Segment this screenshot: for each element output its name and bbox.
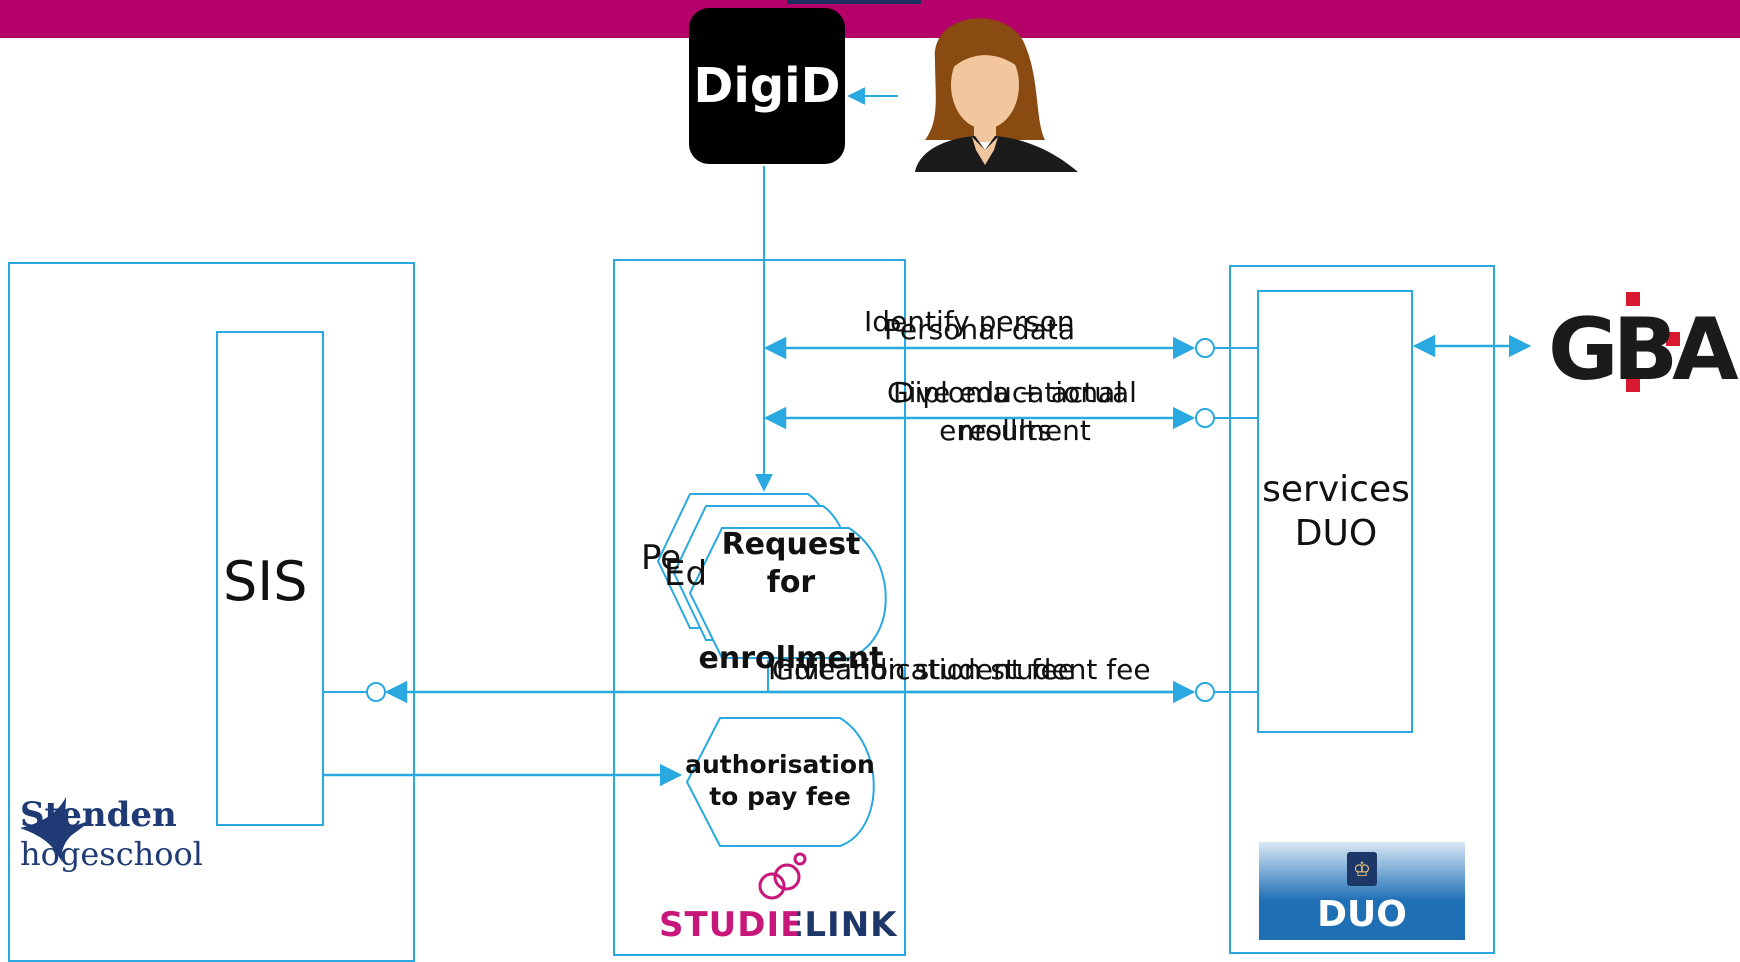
give-educational-results-label: Give educational results xyxy=(886,376,1124,447)
results-interface-socket xyxy=(1195,408,1215,428)
stenden-logo-name: Stenden xyxy=(20,795,177,835)
user-avatar-icon xyxy=(915,18,1078,172)
identify-person-label: Identify person xyxy=(864,305,1075,338)
diploma-enrollment-label: Diploma + actual enrollment xyxy=(893,376,1137,447)
duo-crest-icon: ♔ xyxy=(1347,852,1377,886)
stenden-logo: Stenden hogeschool xyxy=(20,795,203,873)
stenden-bird-icon xyxy=(20,797,92,862)
give-indication-student-fee-label: Give indication student fee xyxy=(772,653,1151,686)
identify-interface-socket xyxy=(1195,338,1215,358)
authorisation-document xyxy=(685,717,875,847)
studielink-logo: STUDIELINK xyxy=(659,905,898,945)
personal-document-fragment: Pe xyxy=(641,538,682,578)
digid-logo: DigiD xyxy=(689,8,845,164)
educational-document-fragment: Ed xyxy=(664,554,708,594)
studielink-icon xyxy=(758,852,807,900)
sis-system-box xyxy=(216,331,324,826)
fee-interface-socket-sis xyxy=(366,682,386,702)
duo-container xyxy=(1229,265,1495,954)
fee-interface-socket-duo xyxy=(1195,682,1215,702)
digid-logo-text: DigiD xyxy=(693,58,841,114)
gba-logo: GBA xyxy=(1548,300,1739,400)
stenden-logo-subname: hogeschool xyxy=(20,835,204,873)
request-for-enrollment-document xyxy=(656,493,887,659)
authorisation-label: authorisation to pay fee xyxy=(685,750,875,811)
duo-logo: ♔ DUO xyxy=(1259,842,1465,940)
services-duo-box xyxy=(1257,290,1413,733)
indication-student-fee-label: Indication student fee xyxy=(768,653,1075,686)
services-duo-label: services DUO xyxy=(1262,469,1410,554)
duo-logo-text: DUO xyxy=(1317,894,1407,935)
gba-accent-square xyxy=(1626,292,1640,306)
top-banner xyxy=(0,0,1740,38)
sis-label: SIS xyxy=(223,550,308,613)
request-for-enrollment-label: Request for enrollment xyxy=(698,527,884,676)
top-banner-tab xyxy=(787,0,921,4)
personal-data-label: Personal data xyxy=(884,313,1075,346)
studielink-container xyxy=(613,259,906,956)
